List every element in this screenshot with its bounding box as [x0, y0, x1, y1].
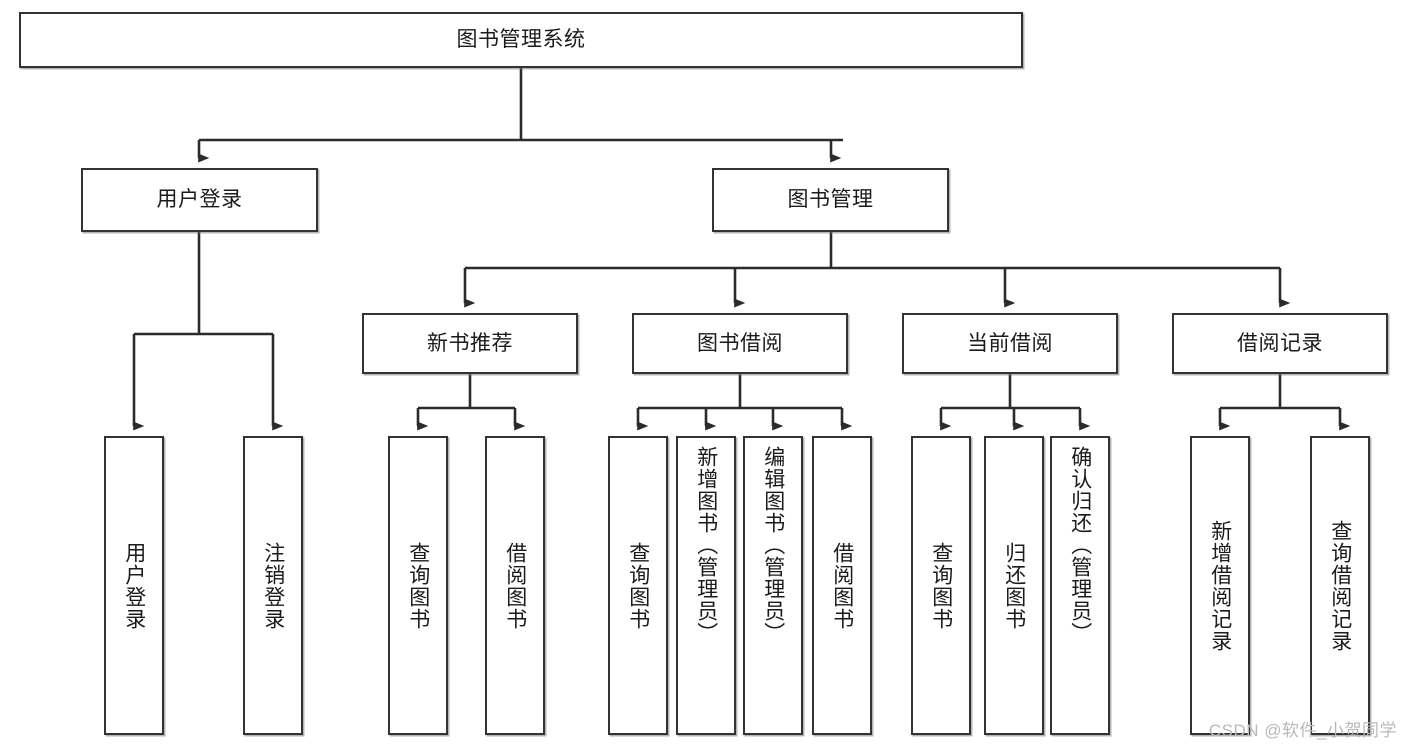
node-root-label: 图书管理系统 — [456, 28, 586, 52]
node-leaf-query-book-cur-label: 查询图书 — [929, 541, 953, 630]
node-leaf-user-login[interactable]: 用户登录 — [104, 436, 164, 735]
node-leaf-confirm-return[interactable]: 确认归还（管理员） — [1050, 436, 1110, 735]
node-leaf-borrow-book[interactable]: 借阅图书 — [812, 436, 872, 735]
node-leaf-user-login-label: 用户登录 — [122, 541, 146, 630]
node-leaf-add-record[interactable]: 新增借阅记录 — [1190, 436, 1250, 735]
node-leaf-query-book-cur[interactable]: 查询图书 — [911, 436, 971, 735]
node-leaf-borrow-book-label: 借阅图书 — [830, 541, 854, 630]
node-user-login[interactable]: 用户登录 — [81, 168, 318, 232]
node-leaf-logout-label: 注销登录 — [261, 541, 285, 630]
node-leaf-query-record[interactable]: 查询借阅记录 — [1310, 436, 1370, 735]
node-leaf-query-book-borrow[interactable]: 查询图书 — [608, 436, 668, 735]
node-leaf-return-book[interactable]: 归还图书 — [984, 436, 1044, 735]
node-book-borrow-label: 图书借阅 — [697, 331, 783, 355]
node-leaf-query-book-rec[interactable]: 查询图书 — [388, 436, 448, 735]
node-current-borrow-label: 当前借阅 — [967, 331, 1053, 355]
node-user-login-label: 用户登录 — [156, 188, 243, 212]
node-book-borrow[interactable]: 图书借阅 — [632, 313, 848, 374]
node-borrow-record[interactable]: 借阅记录 — [1172, 313, 1388, 374]
node-leaf-query-book-borrow-label: 查询图书 — [626, 541, 650, 630]
node-leaf-add-record-label: 新增借阅记录 — [1208, 519, 1232, 652]
node-book-manage-label: 图书管理 — [787, 188, 874, 212]
node-root[interactable]: 图书管理系统 — [19, 12, 1023, 68]
node-leaf-return-book-label: 归还图书 — [1002, 541, 1026, 630]
node-leaf-edit-book-label: 编辑图书（管理员） — [761, 446, 785, 644]
node-book-manage[interactable]: 图书管理 — [712, 168, 949, 232]
node-new-book-rec-label: 新书推荐 — [427, 331, 513, 355]
node-leaf-logout[interactable]: 注销登录 — [243, 436, 303, 735]
node-current-borrow[interactable]: 当前借阅 — [902, 313, 1118, 374]
node-leaf-edit-book[interactable]: 编辑图书（管理员） — [743, 436, 803, 735]
node-borrow-record-label: 借阅记录 — [1237, 331, 1323, 355]
node-new-book-rec[interactable]: 新书推荐 — [362, 313, 578, 374]
node-leaf-add-book-label: 新增图书（管理员） — [694, 446, 718, 644]
node-leaf-borrow-book-rec[interactable]: 借阅图书 — [485, 436, 545, 735]
node-leaf-confirm-return-label: 确认归还（管理员） — [1068, 446, 1092, 644]
node-leaf-borrow-book-rec-label: 借阅图书 — [503, 541, 527, 630]
node-leaf-add-book[interactable]: 新增图书（管理员） — [676, 436, 736, 735]
node-leaf-query-record-label: 查询借阅记录 — [1328, 519, 1352, 652]
node-leaf-query-book-rec-label: 查询图书 — [406, 541, 430, 630]
